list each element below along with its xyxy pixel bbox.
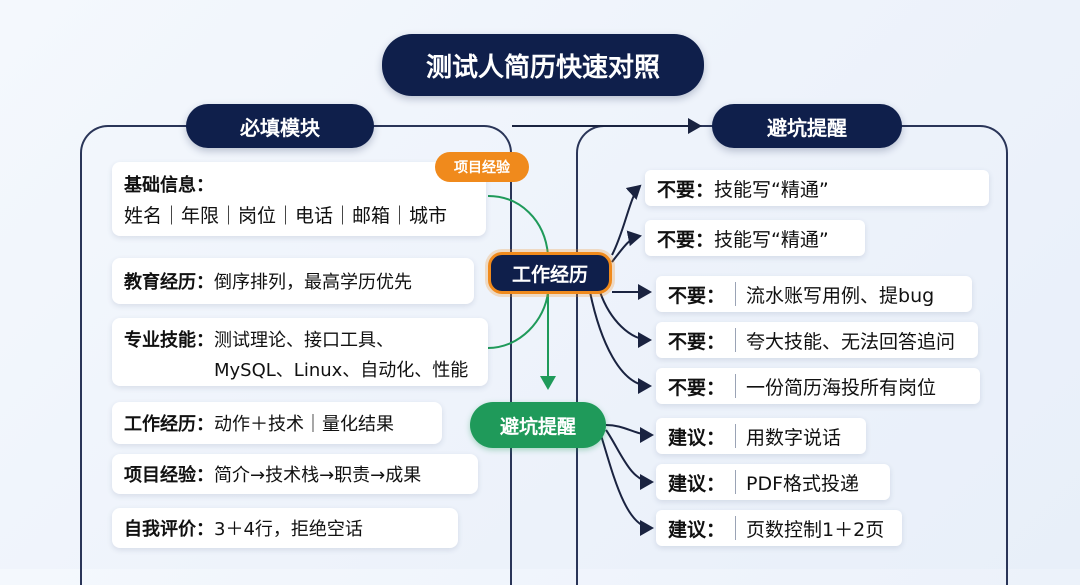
item-text: 技能写“精通” (714, 178, 829, 201)
item-text: 页数控制1＋2页 (746, 518, 885, 541)
divider (735, 374, 737, 398)
item-label: 不要： (657, 228, 715, 251)
card-label: 项目经验： (124, 465, 214, 486)
page-title: 测试人简历快速对照 (382, 34, 704, 96)
item-label: 建议： (668, 472, 726, 495)
item-label: 不要： (668, 284, 726, 307)
item-text: PDF格式投递 (746, 472, 860, 495)
right-item: 建议： 页数控制1＋2页 (656, 510, 902, 546)
divider (735, 516, 737, 540)
right-item: 不要： 技能写“精通” (645, 170, 989, 206)
connector-lines (487, 118, 702, 536)
card-text: 姓名｜年限｜岗位｜电话｜邮箱｜城市 (124, 204, 448, 227)
divider (735, 470, 737, 494)
card-label: 教育经历： (124, 272, 214, 293)
right-item: 不要： 流水账写用例、提bug (656, 276, 972, 312)
left-header: 必填模块 (186, 104, 374, 148)
card-text: 简介→技术栈→职责→成果 (214, 465, 422, 486)
item-label: 不要： (668, 376, 726, 399)
item-label: 建议： (668, 426, 726, 449)
divider (735, 282, 737, 306)
card-text: 测试理论、接口工具、 (214, 330, 394, 351)
card-text: 倒序排列，最高学历优先 (214, 272, 412, 293)
right-item: 建议： PDF格式投递 (656, 464, 890, 500)
card-label: 工作经历： (124, 414, 214, 435)
work-hub: 工作经历 (488, 252, 612, 294)
right-header: 避坑提醒 (712, 104, 902, 148)
card-text-2: MySQL、Linux、自动化、性能 (214, 360, 469, 381)
card-project: 项目经验： 简介→技术栈→职责→成果 (112, 454, 478, 494)
card-text: 3＋4行，拒绝空话 (214, 519, 363, 540)
item-text: 一份简历海投所有岗位 (746, 376, 937, 399)
divider (735, 328, 737, 352)
item-text: 流水账写用例、提bug (746, 284, 935, 307)
project-badge: 项目经验 (435, 152, 529, 182)
item-label: 建议： (668, 518, 726, 541)
right-item: 不要： 一份简历海投所有岗位 (656, 368, 980, 404)
divider (735, 424, 737, 448)
item-text: 用数字说话 (746, 426, 842, 449)
card-basic-info: 基础信息： 姓名｜年限｜岗位｜电话｜邮箱｜城市 (112, 162, 486, 236)
card-self-eval: 自我评价： 3＋4行，拒绝空话 (112, 508, 458, 548)
item-label: 不要： (668, 330, 726, 353)
item-label: 不要： (657, 178, 715, 201)
item-text: 技能写“精通” (714, 228, 829, 251)
card-label: 基础信息： (124, 174, 214, 196)
item-text: 夸大技能、无法回答追问 (746, 330, 956, 353)
card-skills: 专业技能： 测试理论、接口工具、 MySQL、Linux、自动化、性能 (112, 318, 488, 386)
card-label: 自我评价： (124, 519, 214, 540)
pitfall-hub: 避坑提醒 (470, 402, 606, 448)
card-education: 教育经历： 倒序排列，最高学历优先 (112, 258, 474, 304)
right-item: 不要： 技能写“精通” (645, 220, 865, 256)
card-work: 工作经历： 动作＋技术｜量化结果 (112, 402, 442, 444)
card-label: 专业技能： (124, 330, 214, 351)
right-item: 不要： 夸大技能、无法回答追问 (656, 322, 978, 358)
right-item: 建议： 用数字说话 (656, 418, 866, 454)
card-text: 动作＋技术｜量化结果 (214, 414, 394, 435)
